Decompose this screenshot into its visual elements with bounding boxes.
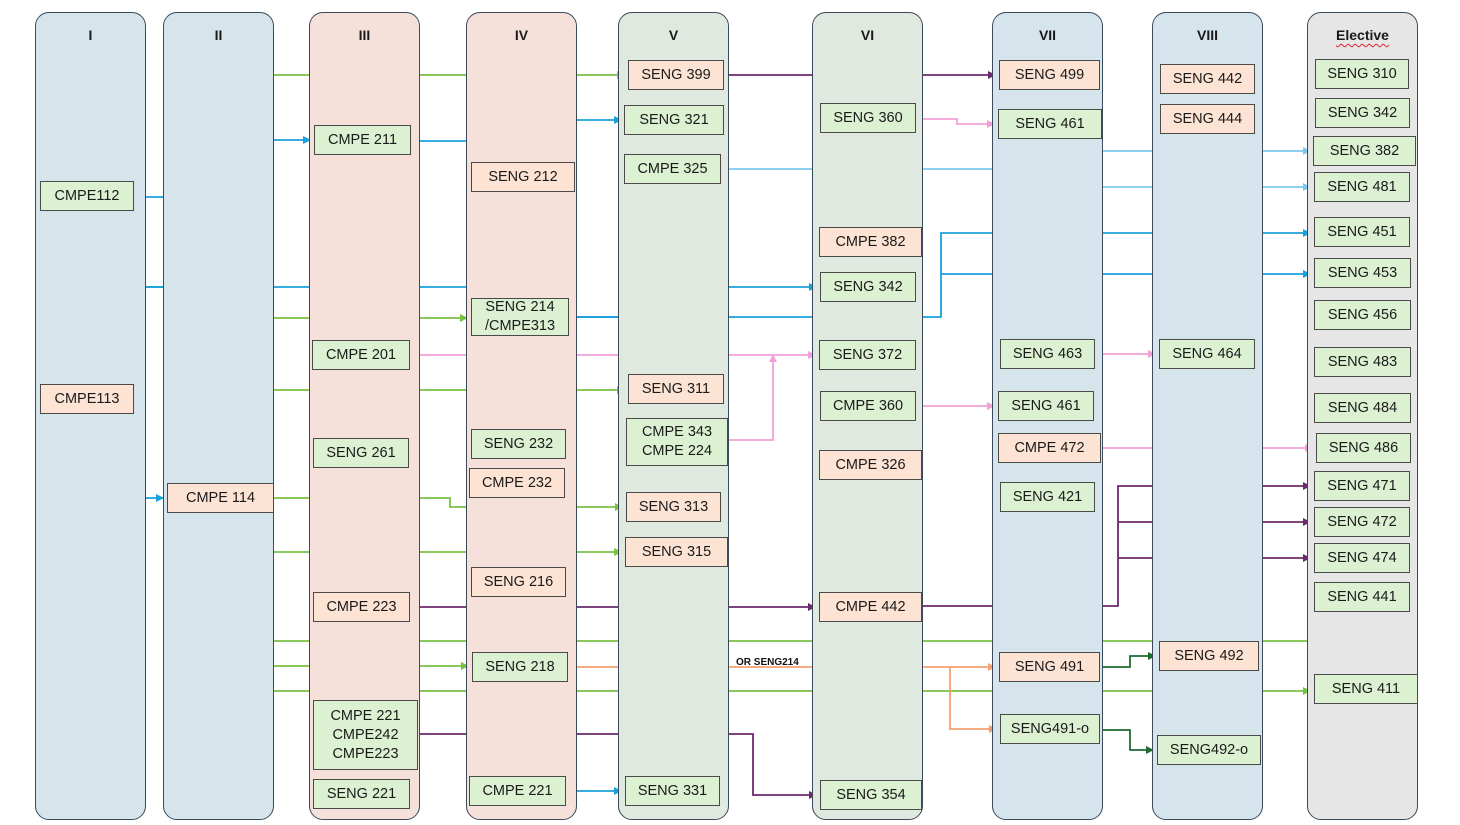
course-cmpe114: CMPE 114 (167, 483, 274, 513)
course-cmpe211: CMPE 211 (314, 125, 411, 155)
elective-seng451: SENG 451 (1314, 217, 1410, 247)
prerequisite-arrow (569, 229, 1311, 318)
course-seng261: SENG 261 (313, 438, 409, 468)
semester-title: III (358, 27, 371, 43)
course-seng499: SENG 499 (999, 60, 1100, 90)
course-cmpe382: CMPE 382 (819, 227, 922, 257)
course-seng491-o: SENG491-o (1000, 714, 1100, 744)
course-seng444: SENG 444 (1160, 104, 1255, 134)
semester-column-5: V (618, 12, 729, 820)
elective-seng382: SENG 382 (1313, 136, 1416, 166)
course-cmpe325: CMPE 325 (624, 154, 721, 184)
course-seng331: SENG 331 (625, 776, 720, 806)
elective-seng471: SENG 471 (1314, 471, 1410, 501)
elective-seng411: SENG 411 (1314, 674, 1418, 704)
course-seng342: SENG 342 (820, 272, 916, 302)
elective-seng486: SENG 486 (1316, 433, 1411, 463)
course-seng354: SENG 354 (820, 780, 922, 810)
course-seng311: SENG 311 (628, 374, 724, 404)
course-cmpe360: CMPE 360 (820, 391, 916, 421)
course-seng315: SENG 315 (625, 537, 728, 567)
elective-seng441: SENG 441 (1314, 582, 1410, 612)
semester-title: VII (1038, 27, 1057, 43)
semester-column-2: II (163, 12, 274, 820)
course-seng218: SENG 218 (472, 652, 568, 682)
course-seng212: SENG 212 (471, 162, 575, 192)
course-seng492: SENG 492 (1159, 641, 1259, 671)
course-cmpe232: CMPE 232 (469, 468, 565, 498)
semester-column-4: IV (466, 12, 577, 820)
course-cmpe223: CMPE 223 (313, 592, 410, 622)
semester-title: IV (514, 27, 529, 43)
prerequisite-arrow (728, 354, 777, 441)
course-cmpe112: CMPE112 (40, 181, 134, 211)
course-seng464: SENG 464 (1159, 339, 1255, 369)
course-seng491: SENG 491 (999, 652, 1100, 682)
course-seng492-o: SENG492-o (1157, 735, 1261, 765)
elective-seng481: SENG 481 (1314, 172, 1410, 202)
course-seng463: SENG 463 (1000, 339, 1095, 369)
course-seng461-b: SENG 461 (998, 391, 1094, 421)
elective-seng310: SENG 310 (1315, 59, 1409, 89)
course-seng313: SENG 313 (626, 492, 721, 522)
semester-column-1: I (35, 12, 146, 820)
elective-seng484: SENG 484 (1314, 393, 1411, 423)
course-cmpe442: CMPE 442 (819, 592, 922, 622)
course-seng360: SENG 360 (820, 103, 916, 133)
course-cmpe472: CMPE 472 (998, 433, 1101, 463)
course-seng232: SENG 232 (471, 429, 566, 459)
elective-seng453: SENG 453 (1314, 258, 1411, 288)
course-cmpe326: CMPE 326 (819, 450, 922, 480)
course-cmpe221: CMPE 221 (469, 776, 566, 806)
elective-seng342: SENG 342 (1315, 98, 1410, 128)
semester-title: VIII (1196, 27, 1218, 43)
prerequisite-arrow (916, 118, 995, 128)
course-seng442: SENG 442 (1160, 64, 1255, 94)
semester-title: II (214, 27, 223, 43)
course-cmpe221-242-223: CMPE 221 CMPE242 CMPE223 (313, 700, 418, 770)
semester-title: V (668, 27, 679, 43)
prerequisite-arrow (1100, 652, 1156, 668)
course-seng321: SENG 321 (624, 105, 724, 135)
course-seng372: SENG 372 (819, 340, 916, 370)
semester-title: I (88, 27, 93, 43)
course-seng214-cmpe313: SENG 214 /CMPE313 (471, 298, 569, 336)
course-seng399: SENG 399 (628, 60, 724, 90)
course-seng216: SENG 216 (471, 567, 566, 597)
elective-seng472: SENG 472 (1314, 507, 1410, 537)
course-seng221: SENG 221 (313, 779, 410, 809)
course-cmpe201: CMPE 201 (312, 340, 410, 370)
course-seng461-a: SENG 461 (998, 109, 1102, 139)
prerequisite-arrow (418, 733, 817, 799)
prerequisite-arrow (1100, 729, 1154, 754)
prerequisite-arrow (949, 667, 997, 733)
elective-seng456: SENG 456 (1314, 300, 1411, 330)
semester-title: VI (860, 27, 875, 43)
or-seng214-note: OR SENG214 (736, 657, 799, 668)
semester-column-8: VIII (1152, 12, 1263, 820)
elective-title: Elective (1336, 27, 1389, 43)
elective-seng483: SENG 483 (1314, 347, 1411, 377)
course-cmpe343-224: CMPE 343 CMPE 224 (626, 418, 728, 466)
elective-seng474: SENG 474 (1314, 543, 1410, 573)
course-seng421: SENG 421 (1000, 482, 1095, 512)
prerequisite-arrow (85, 192, 527, 288)
course-cmpe113: CMPE113 (40, 384, 134, 414)
